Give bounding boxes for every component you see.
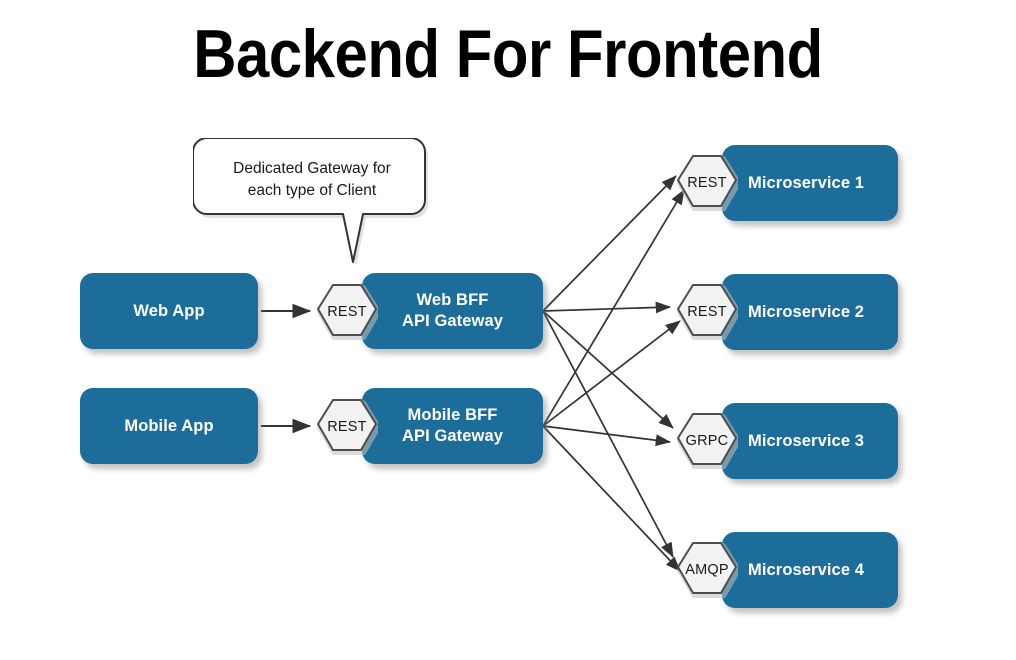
protocol-hex-mobile-rest[interactable]: REST: [316, 398, 378, 455]
protocol-hex-ms4-proto[interactable]: AMQP: [676, 541, 738, 598]
gateway-box-mobile-bff[interactable]: Mobile BFF API Gateway: [362, 388, 543, 464]
protocol-label: REST: [327, 303, 367, 320]
node-label: Microservice 2: [748, 302, 865, 321]
edge-web-bff-to-ms2-proto: [542, 301, 672, 314]
protocol-label: GRPC: [685, 432, 729, 449]
hexagon-shape: [317, 284, 378, 340]
node-label: Web BFF API Gateway: [401, 291, 504, 330]
node-label: Mobile App: [124, 416, 214, 435]
edge-mobile-bff-to-ms2-proto: [542, 320, 681, 427]
protocol-label: REST: [687, 174, 727, 191]
node-label: Microservice 4: [748, 560, 865, 579]
edge-web-bff-to-ms4-proto: [542, 310, 674, 558]
protocol-label: AMQP: [685, 561, 729, 578]
callout-text: Dedicated Gateway for each type of Clien…: [233, 160, 391, 199]
client-box-web-app[interactable]: Web App: [80, 273, 258, 349]
node-label: Microservice 1: [748, 173, 865, 192]
service-box-microservice-1[interactable]: Microservice 1: [722, 145, 898, 221]
service-box-microservice-3[interactable]: Microservice 3: [722, 403, 898, 479]
node-label: Web App: [133, 301, 205, 320]
hexagon-shape: [677, 284, 738, 340]
edge-mobile-bff-to-ms3-proto: [542, 425, 672, 447]
hexagon-shape: [677, 155, 738, 211]
service-box-microservice-2[interactable]: Microservice 2: [722, 274, 898, 350]
protocol-label: REST: [327, 418, 367, 435]
callout-bubble: Dedicated Gateway for each type of Clien…: [193, 138, 431, 274]
edge-web-bff-to-ms1-proto: [542, 175, 677, 312]
node-label: Microservice 3: [748, 431, 865, 450]
gateway-service-edges: [542, 175, 685, 572]
client-gateway-edges: [261, 303, 312, 434]
callout-shape: [193, 138, 428, 266]
protocol-hex-ms3-proto[interactable]: GRPC: [676, 412, 738, 469]
protocol-hex-ms2-proto[interactable]: REST: [676, 283, 738, 340]
hexagon-shape: [677, 542, 738, 598]
protocol-hex-ms1-proto[interactable]: REST: [676, 154, 738, 211]
node-label: Mobile BFF API Gateway: [401, 406, 504, 445]
protocol-label: REST: [687, 303, 727, 320]
hexagon-shape: [317, 399, 378, 455]
edge-mobile-bff-to-ms1-proto: [542, 189, 685, 427]
hexagon-shape: [677, 413, 738, 469]
edge-web-bff-to-ms3-proto: [542, 310, 674, 429]
edge-mobile-bff-to-ms4-proto: [542, 425, 681, 572]
page-title: Backend For Frontend: [193, 16, 823, 92]
protocol-hex-web-rest[interactable]: REST: [316, 283, 378, 340]
gateway-box-web-bff[interactable]: Web BFF API Gateway: [362, 273, 543, 349]
client-box-mobile-app[interactable]: Mobile App: [80, 388, 258, 464]
service-box-microservice-4[interactable]: Microservice 4: [722, 532, 898, 608]
